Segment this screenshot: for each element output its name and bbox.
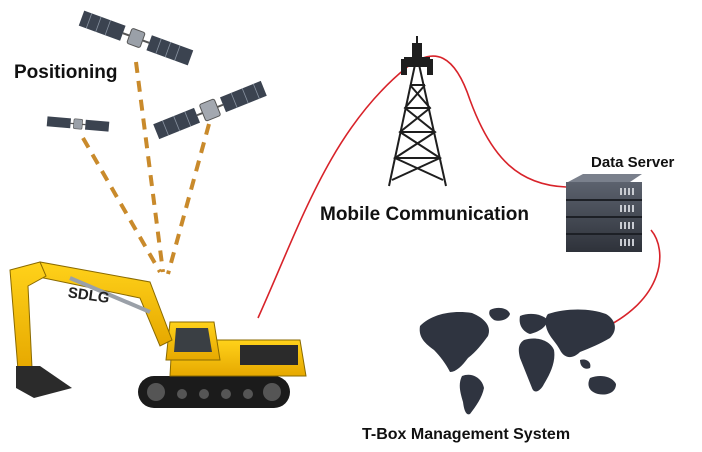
cell-tower-icon xyxy=(388,36,447,187)
satellite-icon xyxy=(46,116,110,132)
data-server-label: Data Server xyxy=(591,154,675,171)
gps-signal-line-3 xyxy=(166,123,211,275)
gps-signal-line-2 xyxy=(134,61,165,273)
world-map-icon xyxy=(419,307,616,415)
satellite-icon xyxy=(153,80,267,140)
excavator-logo-text: SDLG xyxy=(67,284,111,307)
communication-link xyxy=(257,55,661,331)
satellite-icon xyxy=(78,10,194,66)
gps-signal-lines xyxy=(81,61,211,275)
positioning-label: Positioning xyxy=(14,62,118,83)
excavator-icon: SDLG xyxy=(9,261,307,408)
mobile-communication-label: Mobile Communication xyxy=(320,204,529,225)
gps-signal-line-1 xyxy=(81,137,162,273)
server-rack-icon xyxy=(566,174,642,252)
tbox-management-system-label: T-Box Management System xyxy=(362,426,571,443)
